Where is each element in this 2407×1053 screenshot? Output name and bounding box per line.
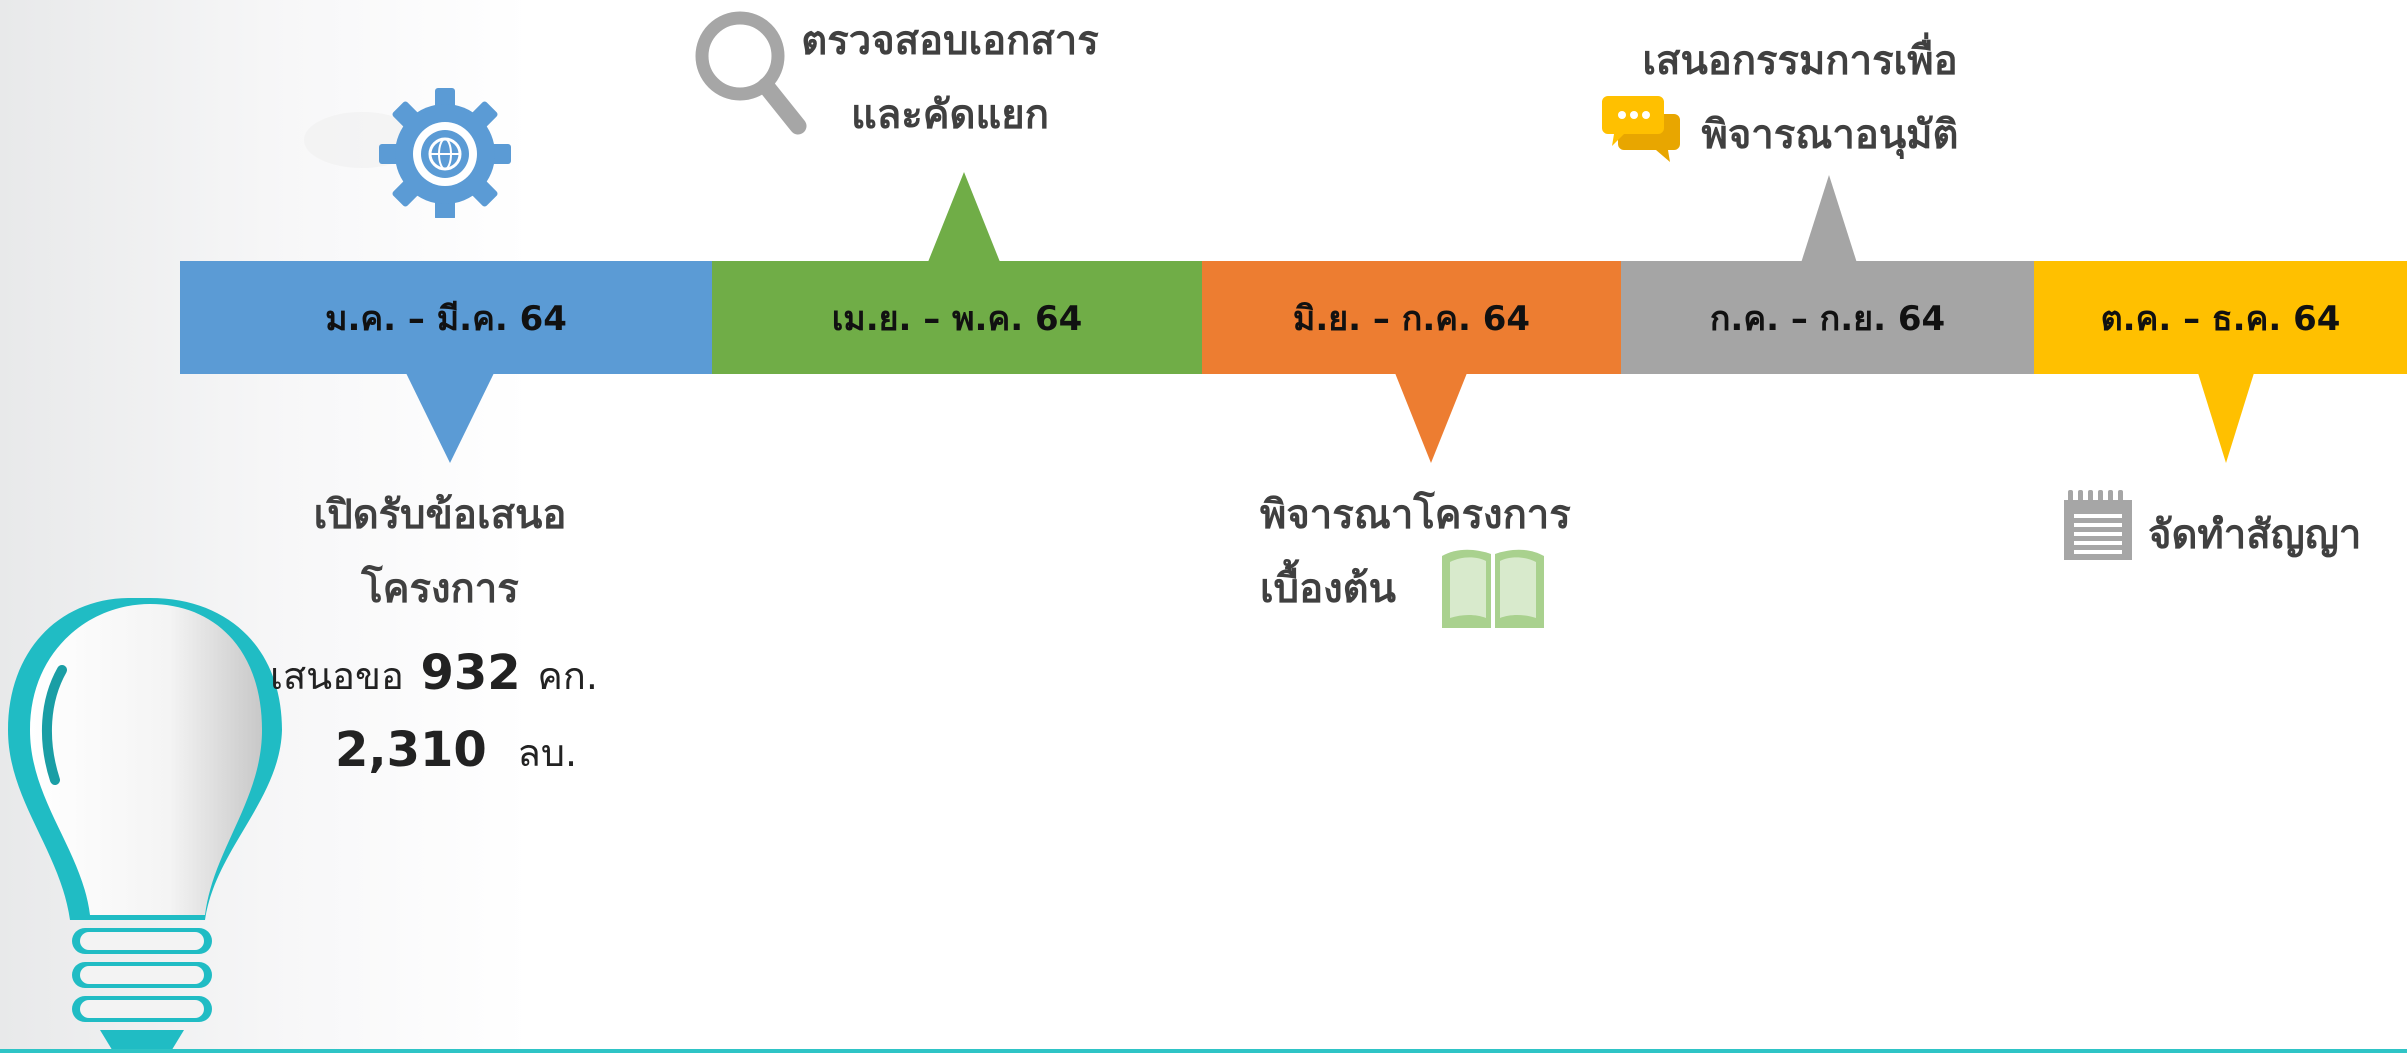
pointer-step-2 (928, 172, 1000, 262)
notepad-icon (2064, 490, 2132, 560)
period-label-2: เม.ย. – พ.ค. 64 (831, 298, 1083, 339)
step-3-label: พิจารณาโครงการ เบื้องต้น (1260, 478, 1571, 626)
step-1-line-2: โครงการ (361, 566, 519, 612)
period-bar-3: มิ.ย. – ก.ค. 64 (1202, 261, 1621, 374)
period-bar-5: ต.ค. – ธ.ค. 64 (2034, 261, 2407, 374)
lightbulb-icon (8, 598, 282, 1053)
step-3-line-1: พิจารณาโครงการ (1260, 492, 1571, 538)
period-label-4: ก.ค. – ก.ย. 64 (1709, 298, 1946, 339)
step-3-line-2: เบื้องต้น (1260, 566, 1396, 612)
stats-projects: เสนอขอ 932 คก. (270, 645, 598, 706)
step-5-line-1: จัดทำสัญญา (2148, 512, 2362, 558)
period-bar-1: ม.ค. – มี.ค. 64 (180, 261, 712, 374)
period-label-3: มิ.ย. – ก.ค. 64 (1292, 298, 1531, 339)
step-4-line-2: พิจารณาอนุมัติ (1701, 112, 1959, 158)
period-label-1: ม.ค. – มี.ค. 64 (325, 298, 567, 339)
pointer-step-3 (1395, 373, 1467, 463)
period-bar-2: เม.ย. – พ.ค. 64 (712, 261, 1202, 374)
step-1-label: เปิดรับข้อเสนอ โครงการ (290, 478, 590, 626)
step-2-line-1: ตรวจสอบเอกสาร (801, 18, 1099, 64)
period-label-5: ต.ค. – ธ.ค. 64 (2100, 298, 2341, 339)
stats-projects-unit: คก. (537, 654, 598, 698)
step-2-label: ตรวจสอบเอกสาร และคัดแยก (780, 4, 1120, 152)
period-bar-4: ก.ค. – ก.ย. 64 (1621, 261, 2034, 374)
step-5-label: จัดทำสัญญา (2148, 498, 2361, 572)
pointer-step-1 (406, 373, 494, 463)
bottom-divider (0, 1049, 2407, 1053)
step-4-line-1: เสนอกรรมการเพื่อ (1642, 38, 1958, 84)
stats-budget: 2,310 ลบ. (335, 722, 577, 783)
step-1-line-1: เปิดรับข้อเสนอ (313, 492, 567, 538)
magnifier-icon (695, 11, 807, 135)
pointer-step-5 (2198, 373, 2254, 463)
chat-bubbles-icon (1602, 96, 1680, 162)
step-2-line-2: และคัดแยก (851, 92, 1049, 138)
gear-icon (304, 88, 511, 218)
book-icon (1442, 549, 1544, 628)
stats-budget-unit: ลบ. (517, 731, 578, 775)
pointer-step-4 (1801, 175, 1857, 263)
stats-projects-value: 932 (420, 645, 521, 701)
step-4-label: เสนอกรรมการเพื่อ พิจารณาอนุมัติ (1640, 24, 1960, 172)
stats-prefix: เสนอขอ (270, 654, 404, 698)
stats-budget-value: 2,310 (335, 722, 487, 778)
